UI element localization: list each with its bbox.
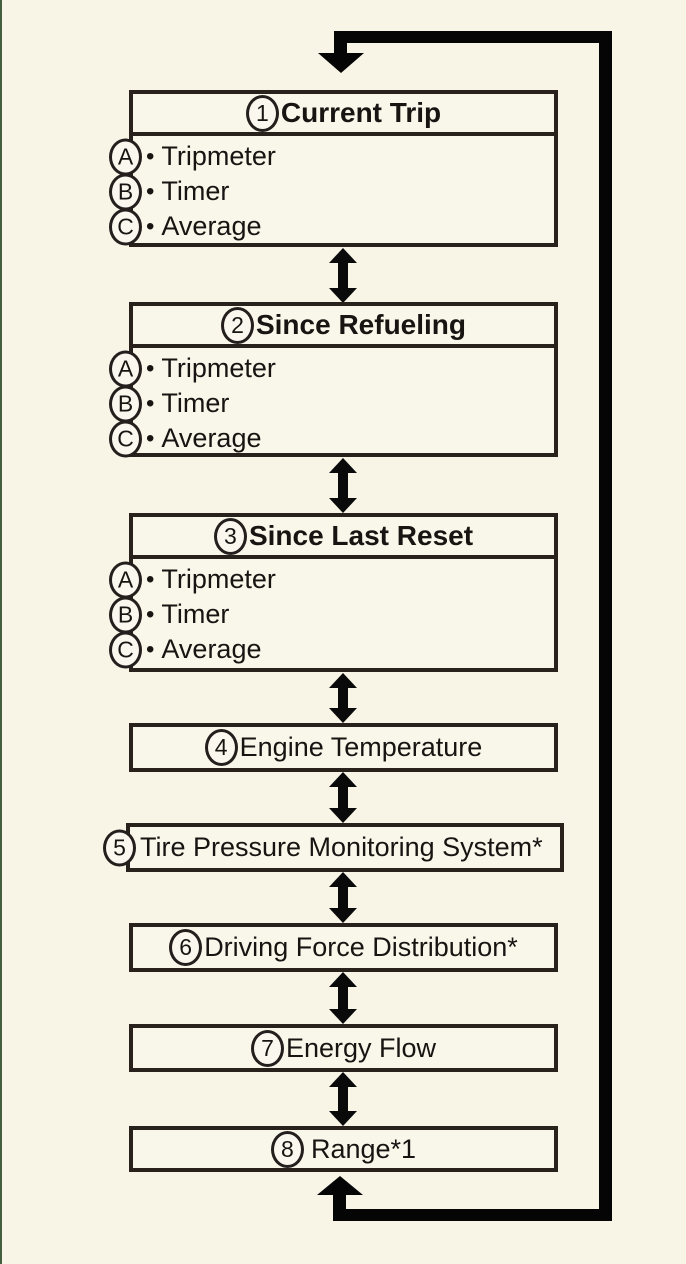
circled-letter: C [109,420,142,457]
item-label: Timer [161,388,230,418]
loop-arrow-down-icon [318,53,364,73]
item-label: Tripmeter [161,564,276,594]
list-item: B • Timer [109,385,554,422]
circled-letter: C [109,208,142,245]
updown-arrow-icon [329,248,357,303]
circled-number: 2 [220,306,254,344]
loop-line-right [599,31,612,1221]
updown-arrow-icon [329,772,357,823]
item-label: Tripmeter [161,141,276,171]
updown-arrow-icon [329,673,357,723]
updown-arrow-icon [329,872,357,923]
box-header: 2 Since Refueling [133,306,554,348]
item-label: Average [161,634,262,664]
circled-number: 5 [103,829,136,866]
menu-box-energy-flow: 7 Energy Flow [129,1024,558,1072]
menu-box-since-last-reset: 3 Since Last Reset A • Tripmeter B • Tim… [109,513,558,672]
box-title: Engine Temperature [239,732,483,762]
loop-arrow-up-icon [317,1176,363,1195]
circled-letter: A [109,561,142,598]
box-title: Range*1 [310,1133,417,1164]
item-label: Tripmeter [161,353,276,383]
circled-letter: B [109,596,142,633]
box-body: A • Tripmeter B • Timer C • Average [109,136,554,245]
list-item: A • Tripmeter [109,138,554,175]
box-title: Since Refueling [255,309,467,340]
bullet: • [146,177,155,205]
updown-arrow-icon [329,1072,357,1126]
box-title: Current Trip [280,97,442,128]
list-item: C • Average [109,420,554,457]
list-item: A • Tripmeter [109,350,554,387]
box-title: Energy Flow [285,1032,437,1063]
list-item: B • Timer [109,596,554,633]
loop-line-top [334,31,612,43]
item-label: Timer [161,599,230,629]
bullet: • [146,565,155,593]
circled-letter: A [109,138,142,175]
box-title: Tire Pressure Monitoring System* [140,832,543,862]
box-header: 3 Since Last Reset [133,517,554,559]
menu-box-tire-pressure-monitoring-system: 5 Tire Pressure Monitoring System* [103,823,564,872]
box-header: 1 Current Trip [133,94,554,136]
item-label: Average [161,423,262,453]
bullet: • [146,389,155,417]
updown-arrow-icon [329,972,357,1024]
box-title: Driving Force Distribution* [204,932,518,962]
list-item: C • Average [109,208,554,245]
circled-number: 8 [270,1130,304,1168]
circled-letter: B [109,385,142,422]
circled-number: 6 [169,929,203,966]
list-item: B • Timer [109,173,554,210]
circled-letter: C [109,631,142,668]
menu-box-driving-force-distribution: 6 Driving Force Distribution* [129,923,558,972]
bullet: • [146,600,155,628]
bullet: • [146,142,155,170]
bullet: • [146,212,155,240]
menu-box-engine-temperature: 4 Engine Temperature [129,723,558,772]
circled-number: 1 [245,94,279,132]
menu-box-range: 8 Range*1 [129,1126,558,1172]
box-body: A • Tripmeter B • Timer C • Average [109,348,554,457]
loop-arrow-down-stem [334,43,347,54]
loop-line-bottom [333,1209,612,1221]
bullet: • [146,635,155,663]
item-label: Timer [161,176,230,206]
bullet: • [146,354,155,382]
menu-box-current-trip: 1 Current Trip A • Tripmeter B • Timer C… [109,90,558,247]
loop-arrow-up-stem [333,1195,346,1210]
menu-box-since-refueling: 2 Since Refueling A • Tripmeter B • Time… [109,302,558,457]
list-item: A • Tripmeter [109,561,554,598]
bullet: • [146,424,155,452]
circled-number: 4 [204,729,238,766]
circled-number: 7 [250,1029,284,1067]
updown-arrow-icon [329,458,357,513]
list-item: C • Average [109,631,554,668]
page-edge [0,0,2,1264]
box-title: Since Last Reset [248,520,474,551]
circled-number: 3 [213,517,247,555]
item-label: Average [161,211,262,241]
circled-letter: B [109,173,142,210]
circled-letter: A [109,350,142,387]
box-body: A • Tripmeter B • Timer C • Average [109,559,554,668]
